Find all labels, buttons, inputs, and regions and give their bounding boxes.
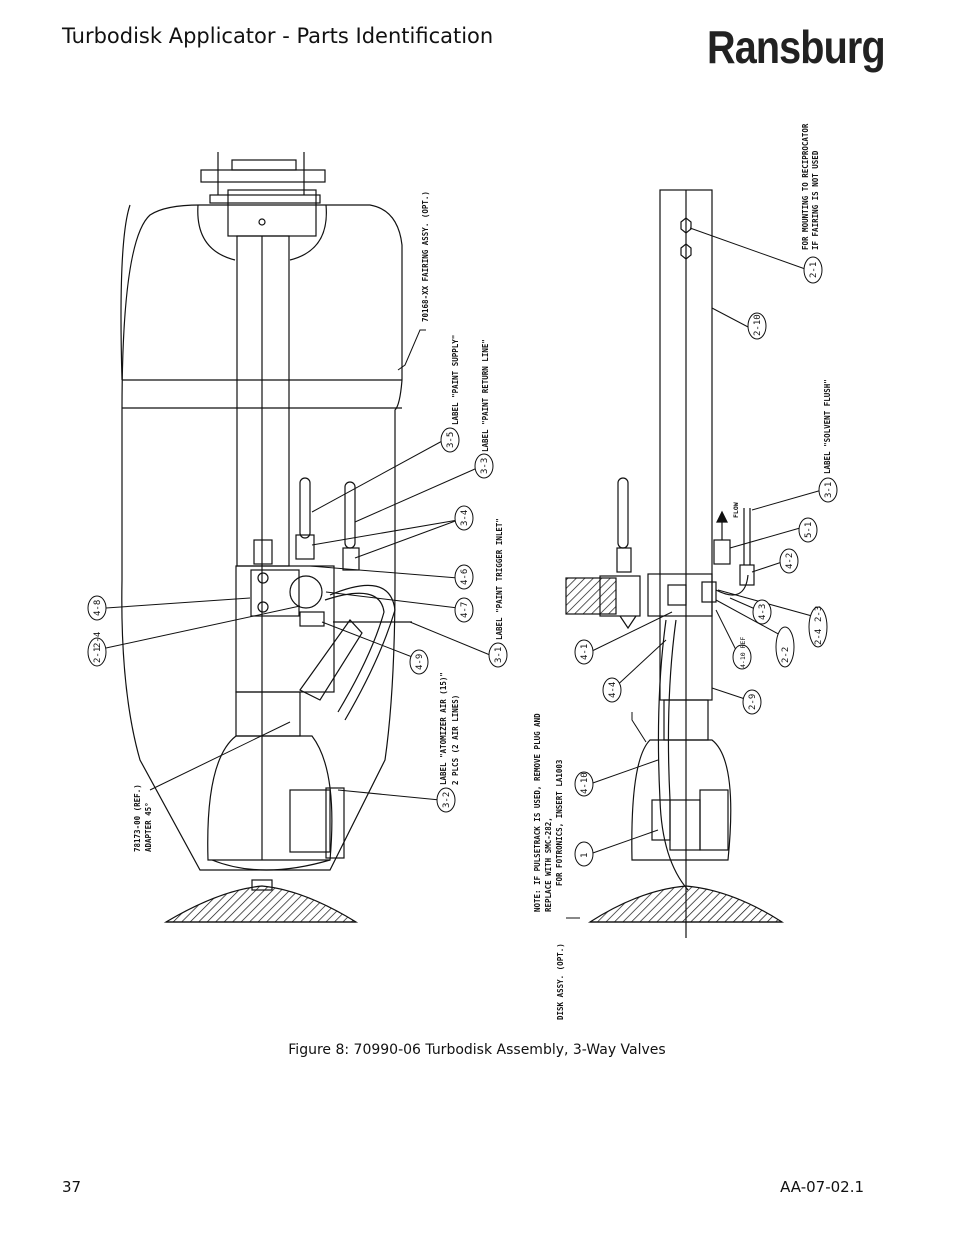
callout-4-7: 4-7 [460,602,470,618]
right-callouts [574,256,838,867]
callout-3-1: 3-1 [494,647,504,663]
callout-r-2-1: 2-1 [809,262,819,278]
left-callout-labels: 4-8 2-1 4-9 3-2 3-1 4-7 4-6 3-4 3-3 3-5 … [93,432,504,808]
note-paint-return: LABEL "PAINT RETURN LINE" [481,339,490,452]
callout-2-4: 2-4 [93,632,103,648]
note-disk-assy: DISK ASSY. (OPT.) [556,943,565,1020]
callout-4-8: 4-8 [93,600,103,616]
page-number: 37 [62,1178,82,1196]
right-callout-labels: 2-1 2-10 3-1 5-1 4-2 4-3 2-3 2-4 2-2 4-1… [580,262,834,858]
callout-r-4-10: 4-10 [580,772,590,794]
note-flow: FLOW [732,502,740,518]
callout-4-9: 4-9 [415,654,425,670]
left-leaders [105,329,491,801]
note-fotronics: FOR FOTRONICS, INSERT LA1003 [555,759,564,886]
note-paint-supply: LABEL "PAINT SUPPLY" [451,335,460,425]
note-fairing-not-used: IF FAIRING IS NOT USED [811,150,820,250]
callout-4-6: 4-6 [460,569,470,585]
callout-r-4-3: 4-3 [758,604,768,620]
note-solvent-flush: LABEL "SOLVENT FLUSH" [823,379,832,474]
right-notes: FOR MOUNTING TO RECIPROCATOR IF FAIRING … [533,123,832,1020]
callout-r-2-10: 2-10 [753,314,763,336]
note-mounting-reciprocator: FOR MOUNTING TO RECIPROCATOR [801,123,810,250]
callout-r-1: 1 [580,853,590,858]
callout-r-2-2: 2-2 [781,647,791,663]
figure-caption: Figure 8: 70990-06 Turbodisk Assembly, 3… [288,1042,666,1058]
note-pulsetrack: NOTE: IF PULSETRACK IS USED, REMOVE PLUG… [533,713,542,912]
callout-r-2-3: 2-3 [814,606,824,622]
note-paint-trigger: LABEL "PAINT TRIGGER INLET" [495,518,504,640]
note-atomizer-air: LABEL "ATOMIZER AIR (15)" [439,672,448,785]
ransburg-logo: Ransburg [707,21,886,73]
note-air-lines: 2 PLCS (2 AIR LINES) [451,695,460,785]
note-fairing-assy: 70168-XX FAIRING ASSY. (OPT.) [421,191,430,322]
callout-r-2-4: 2-4 [814,629,824,645]
callout-3-4: 3-4 [460,510,470,526]
callout-r-4-4: 4-4 [608,682,618,698]
note-adapter-ref: 78173-00 (REF.) [133,784,142,852]
callout-3-3: 3-3 [480,458,490,474]
left-view [120,152,412,923]
callout-r-2-9: 2-9 [748,694,758,710]
document-code: AA-07-02.1 [780,1178,864,1196]
callout-2-1: 2-1 [93,647,103,663]
callout-3-2: 3-2 [442,792,452,808]
note-adapter-45: ADAPTER 45° [144,802,153,852]
right-leaders [566,227,823,919]
right-view [565,189,785,938]
page-title: Turbodisk Applicator - Parts Identificat… [62,24,494,48]
note-smc-282: REPLACE WITH SMC-282, [544,817,553,912]
callout-r-4-1: 4-1 [580,644,590,660]
callout-r-3-1: 3-1 [824,482,834,498]
callout-r-4-2: 4-2 [785,553,795,569]
callout-r-5-1: 5-1 [804,522,814,538]
left-notes: 70168-XX FAIRING ASSY. (OPT.) LABEL "PAI… [133,191,504,852]
callout-3-5: 3-5 [446,432,456,448]
callout-r-4-10-ref: 4-10 REF [739,637,747,668]
left-callouts [87,427,508,813]
